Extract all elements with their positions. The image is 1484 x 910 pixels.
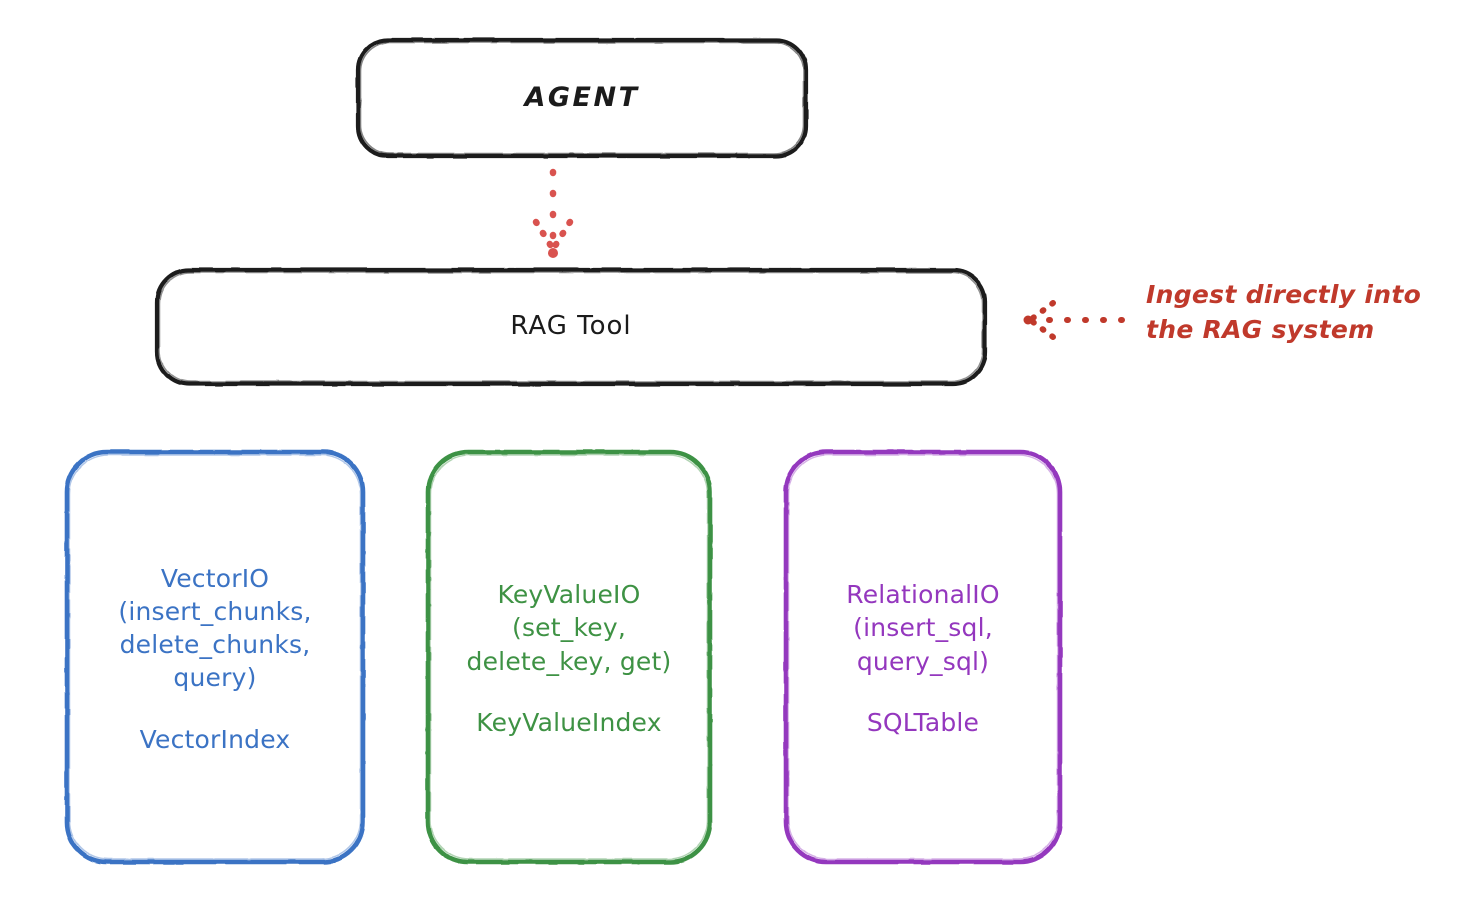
relational-io-label: RelationalIO (insert_sql, query_sql)	[846, 580, 1000, 676]
vector-io-label: VectorIO (insert_chunks, delete_chunks, …	[118, 563, 312, 693]
vector-io-node[interactable]: VectorIO (insert_chunks, delete_chunks, …	[64, 450, 366, 865]
rag-tool-node[interactable]: RAG Tool	[155, 268, 987, 386]
rag-tool-label: RAG Tool	[510, 311, 632, 342]
ingest-annotation-text: Ingest directly into the RAG system	[1146, 280, 1422, 344]
agent-label: AGENT	[524, 82, 640, 114]
key-value-io-box-outline	[425, 449, 713, 865]
relational-io-box-outline	[783, 449, 1063, 865]
sql-table-label: SQLTable	[866, 707, 980, 737]
key-value-index-label: KeyValueIndex	[476, 707, 662, 737]
agent-box-outline	[355, 37, 809, 159]
rag-tool-box-outline	[154, 267, 988, 387]
agent-node[interactable]: AGENT	[356, 38, 808, 158]
key-value-io-label: KeyValueIO (set_key, delete_key, get)	[466, 580, 672, 676]
key-value-io-node[interactable]: KeyValueIO (set_key, delete_key, get) Ke…	[425, 450, 713, 865]
relational-io-node[interactable]: RelationalIO (insert_sql, query_sql) SQL…	[783, 450, 1063, 865]
vector-index-label: VectorIndex	[139, 724, 291, 754]
vector-io-box-outline	[64, 449, 366, 865]
agent-to-ragtool-connector	[532, 168, 574, 258]
ingest-to-ragtool-connector	[1023, 300, 1125, 340]
